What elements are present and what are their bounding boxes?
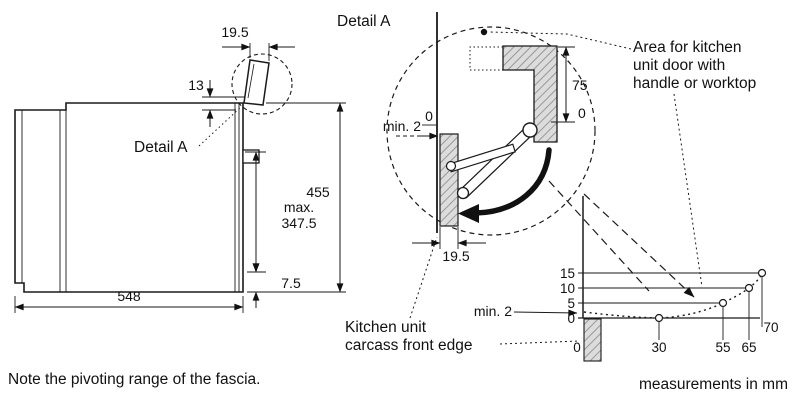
detail-a-view: Detail A min <box>337 12 596 354</box>
dim-top-width-label: 19.5 <box>221 24 248 40</box>
y-tick-10: 10 <box>560 281 575 296</box>
fascia-panel <box>243 59 270 106</box>
dim-fascia-offset-label: 13 <box>188 77 204 93</box>
detail-a-reference-label: Detail A <box>134 139 188 156</box>
x-tick-70: 70 <box>763 320 778 335</box>
worktop-hatch-bar <box>583 318 602 362</box>
graph-min-arrow <box>513 309 578 317</box>
dim-niche-height-label: 455 <box>306 184 330 200</box>
y-tick-0: 0 <box>567 311 575 326</box>
graph-min-label: min. 2 <box>474 303 512 319</box>
oven-side-view: 19.5 13 Detail A 455 max. 347.5 7.5 548 <box>14 24 346 313</box>
area-note-line2: unit door with <box>633 57 725 74</box>
area-note-line1: Area for kitchen <box>633 39 742 56</box>
clearance-curve <box>583 273 763 319</box>
ref-zero-top-label: 0 <box>578 105 586 121</box>
pivot-rotation-arrowhead <box>458 204 479 223</box>
dim-max-value-label: 347.5 <box>281 215 316 231</box>
dim-depth-label: 548 <box>117 288 141 304</box>
graph-y-tick-labels: 15 10 5 0 <box>560 266 575 326</box>
dim-fascia-thickness-label: 19.5 <box>442 248 469 264</box>
clearance-graph: min. 2 15 10 5 0 0 30 55 65 70 measureme… <box>474 180 788 393</box>
graph-grid-lines <box>578 272 763 340</box>
detail-a-marker-circle <box>231 53 293 115</box>
dim-max-prefix-label: max. <box>284 199 314 215</box>
x-tick-0: 0 <box>573 340 581 355</box>
y-tick-5: 5 <box>567 296 575 311</box>
fascia-dotted-extension <box>469 46 503 71</box>
ref-zero-front-label: 0 <box>425 108 433 124</box>
footer-note: Note the pivoting range of the fascia. <box>8 371 260 388</box>
pivot-rotation-arrow <box>473 147 552 216</box>
units-note: measurements in mm <box>639 376 788 393</box>
detail-a-title: Detail A <box>337 13 391 30</box>
hinge-pivot-middle <box>445 160 457 172</box>
dim-bottom-gap-label: 7.5 <box>281 275 301 291</box>
y-tick-15: 15 <box>560 266 575 281</box>
detail-zoom-circle <box>386 26 596 236</box>
detail-dimension-lines <box>396 46 580 345</box>
clearance-point-markers <box>654 268 767 323</box>
oven-inner-panels <box>21 103 240 292</box>
fascia-closed-position <box>439 133 459 227</box>
hinge-pivot-top <box>522 122 538 138</box>
carcass-note-line2: carcass front edge <box>345 337 473 354</box>
dim-min-gap-label: min. 2 <box>383 118 421 134</box>
hinge-pivot-bottom <box>456 186 470 200</box>
carcass-note-line1: Kitchen unit <box>345 319 427 336</box>
dim-fascia-travel-label: 75 <box>572 77 588 93</box>
area-note-leader-bottom <box>673 93 703 288</box>
x-tick-30: 30 <box>651 340 666 355</box>
area-note-leader-top <box>488 31 632 50</box>
fascia-inner-line <box>247 63 255 99</box>
oven-outline <box>14 102 244 293</box>
oven-dimension-lines <box>14 43 346 313</box>
x-tick-55: 55 <box>715 340 730 355</box>
area-reference-dot <box>480 28 488 36</box>
area-note: Area for kitchen unit door with handle o… <box>480 28 756 288</box>
x-tick-65: 65 <box>741 340 756 355</box>
graph-x-tick-labels: 0 30 55 65 70 <box>573 320 778 355</box>
area-note-line3: handle or worktop <box>633 75 756 92</box>
